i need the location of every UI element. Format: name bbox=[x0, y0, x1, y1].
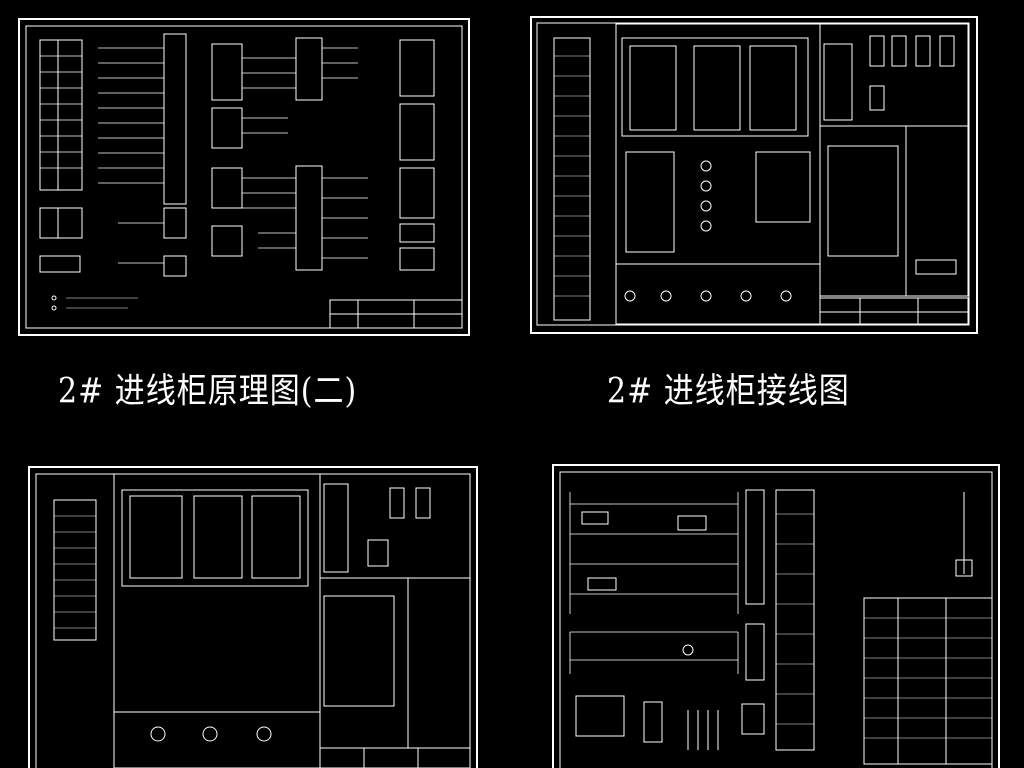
sheet-caption-schematic: 2# 进线柜原理图(二) bbox=[58, 371, 358, 412]
drawing-sheet-schematic bbox=[18, 18, 470, 336]
drawing-sheet-layout bbox=[28, 466, 478, 768]
drawing-sheet-wiring bbox=[530, 16, 978, 334]
sheet-caption-wiring: 2# 进线柜接线图 bbox=[607, 371, 850, 412]
drawing-sheet-schematic-2 bbox=[552, 464, 1000, 768]
